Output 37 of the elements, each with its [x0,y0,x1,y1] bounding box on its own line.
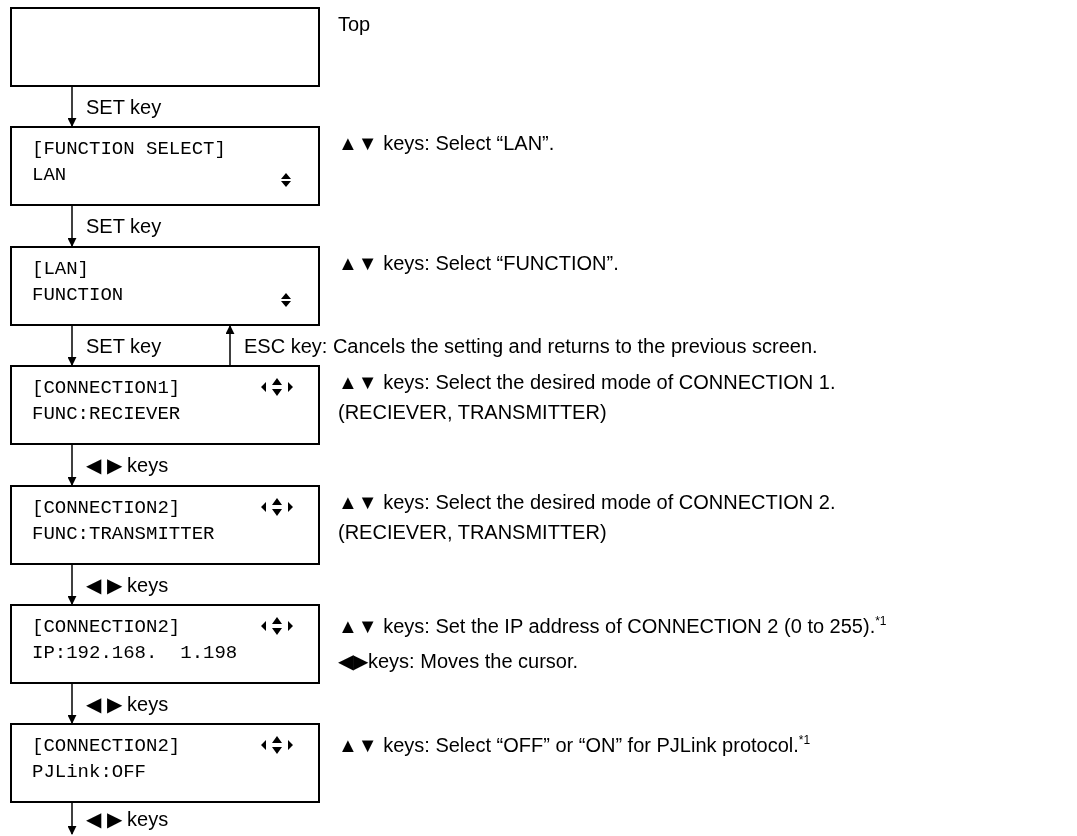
screen-value: FUNC:RECIEVER [32,403,181,425]
screen-heading: [FUNCTION SELECT] [32,138,226,160]
lcd-screen [10,365,320,445]
arrow [67,802,77,835]
description-text: ▲▼ keys: Select “FUNCTION”. [338,251,620,276]
arrow [225,325,235,366]
screen-value: FUNCTION [32,284,124,306]
lcd-screen [10,604,320,684]
description-text: ▲▼ keys: Select the desired mode of CONNECTION 2. (RECIEVER, TRANSMITTER) [338,490,837,545]
screen-heading: [CONNECTION2] [32,735,181,757]
arrow [67,444,77,486]
screen-value: FUNC:TRANSMITTER [32,523,215,545]
lcd-screen [10,126,320,206]
arrow [67,205,77,247]
lcd-screen [10,7,320,87]
arrow [67,564,77,605]
description-text: ▲▼ keys: Select “LAN”. [338,131,556,156]
lcd-screen [10,723,320,803]
description-text: ▲▼ keys: Select “OFF” or “ON” for PJLink protocol.$^{*1}$ [338,732,812,758]
screen-heading: [LAN] [32,258,89,280]
edge-label: SET key [84,215,164,237]
arrow [67,683,77,724]
screen-heading: [CONNECTION1] [32,377,181,399]
screen-value: PJLink:OFF [32,761,147,783]
edge-label: ◀ ▶ keys [84,454,171,476]
screen-value: LAN [32,164,67,186]
description-text: ▲▼ keys: Set the IP address of CONNECTION 2 (0 to 255).$^{*1}$ [338,613,888,639]
description-text: ◀▶keys: Moves the cursor. [338,649,580,674]
screen-heading: [CONNECTION2] [32,616,181,638]
description-text: ▲▼ keys: Select the desired mode of CONNECTION 1. (RECIEVER, TRANSMITTER) [338,370,837,425]
lcd-screen [10,246,320,326]
description-text: Top [338,12,372,37]
lcd-screen [10,485,320,565]
screen-heading: [CONNECTION2] [32,497,181,519]
screen-value: IP:192.168. 1.198 [32,642,238,664]
arrow [67,325,77,366]
arrow [67,86,77,127]
